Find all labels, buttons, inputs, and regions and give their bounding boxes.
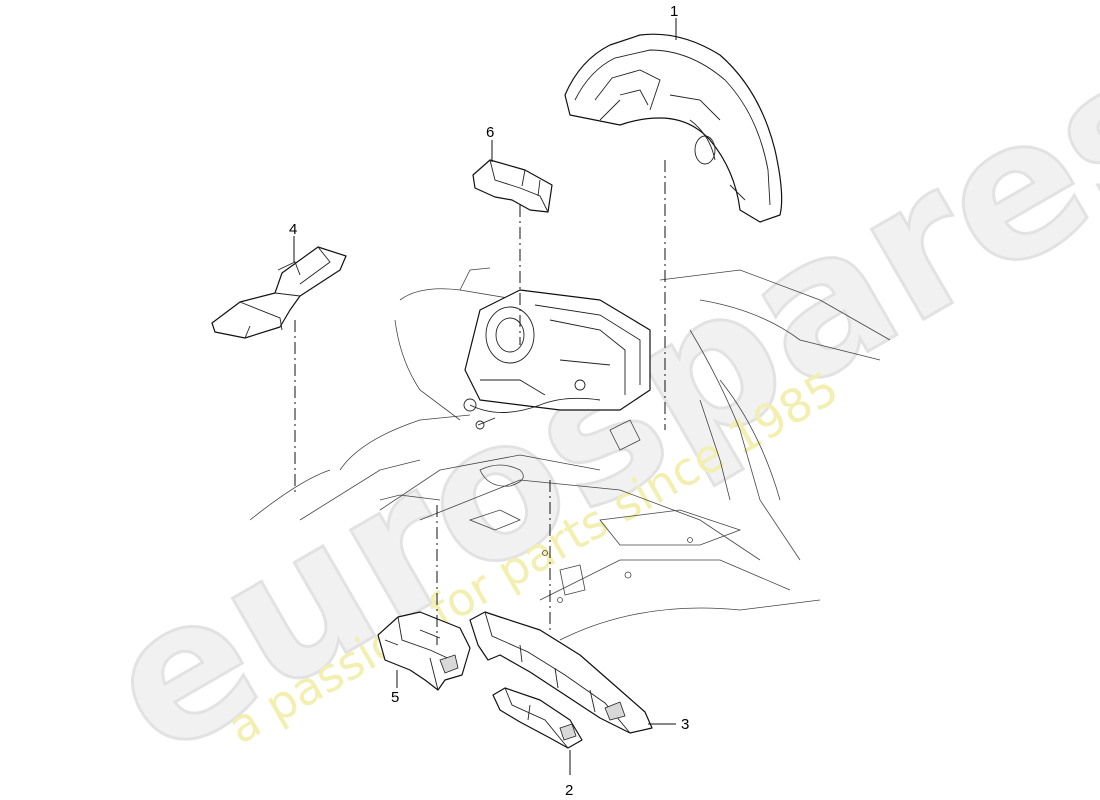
part-6-bracket (472, 159, 553, 213)
callout-leaders (293, 18, 677, 775)
assembly-lines (294, 160, 666, 645)
part-2-small-rail (492, 687, 583, 749)
callout-2: 2 (565, 782, 573, 799)
part-3-long-rail (469, 611, 653, 734)
callout-1: 1 (670, 3, 678, 20)
engine-assembly (463, 289, 651, 430)
callout-6: 6 (486, 124, 494, 141)
part-5-bracket (377, 611, 471, 691)
part-4-cover-plate (211, 246, 347, 339)
callout-4: 4 (289, 221, 297, 238)
part-1-wheelhouse-liner (564, 33, 783, 223)
callout-numbers: 1 2 3 4 5 6 (289, 3, 689, 799)
vehicle-floor-outline (249, 267, 891, 641)
callout-3: 3 (681, 716, 689, 733)
callout-5: 5 (391, 689, 399, 706)
